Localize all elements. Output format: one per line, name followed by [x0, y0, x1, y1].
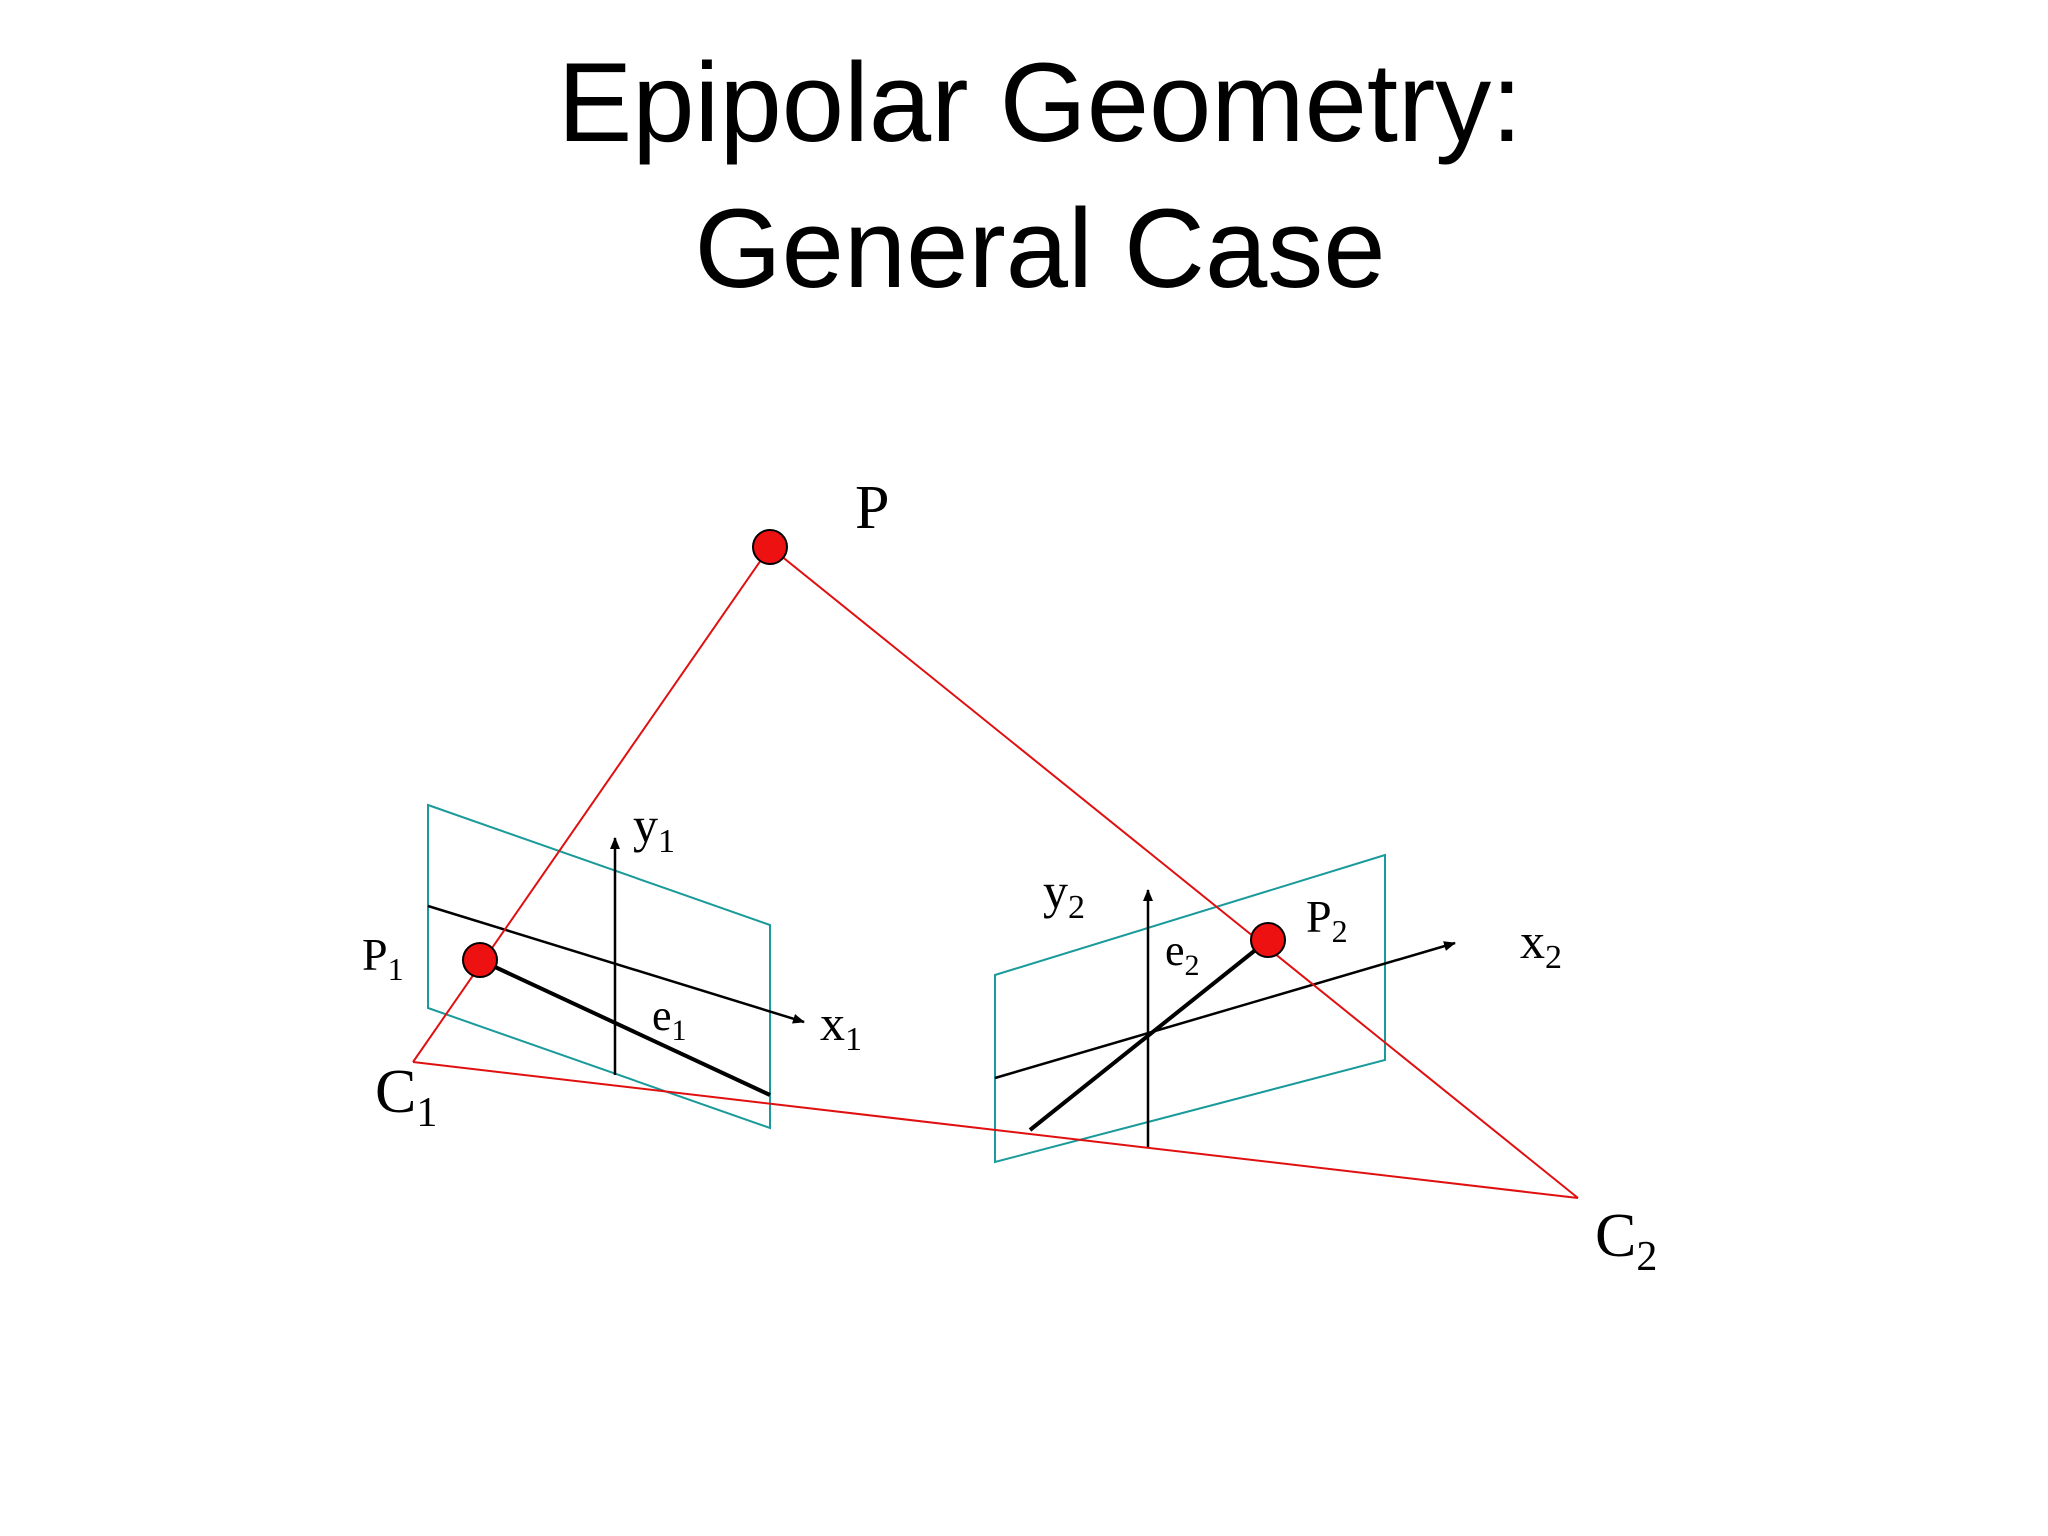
- point-P2: [1250, 922, 1286, 958]
- image-plane-2: [994, 853, 1386, 1164]
- label-P2: P2: [1306, 891, 1348, 949]
- title-line-1: Epipolar Geometry:: [557, 40, 1523, 165]
- label-x2: x2: [1520, 913, 1562, 976]
- label-e1: e1: [652, 991, 687, 1047]
- title-line-2: General Case: [694, 186, 1386, 311]
- image-plane-1: [427, 803, 771, 1130]
- baseline-c1-c2: [412, 1061, 1579, 1199]
- label-e2: e2: [1165, 926, 1200, 982]
- label-x1: x1: [820, 995, 862, 1058]
- label-P: P: [855, 474, 889, 542]
- label-C2: C2: [1595, 1202, 1657, 1280]
- point-P1: [462, 942, 498, 978]
- epipolar-line-2: [1028, 938, 1270, 1132]
- label-y2: y2: [1043, 863, 1085, 926]
- epipolar-line-1: [479, 958, 771, 1097]
- label-y1: y1: [633, 797, 675, 860]
- x2-axis: [994, 941, 1456, 1080]
- slide-title: Epipolar Geometry: General Case: [0, 30, 2048, 322]
- point-P: [752, 529, 788, 565]
- label-C1: C1: [375, 1058, 437, 1136]
- label-P1: P1: [362, 929, 404, 987]
